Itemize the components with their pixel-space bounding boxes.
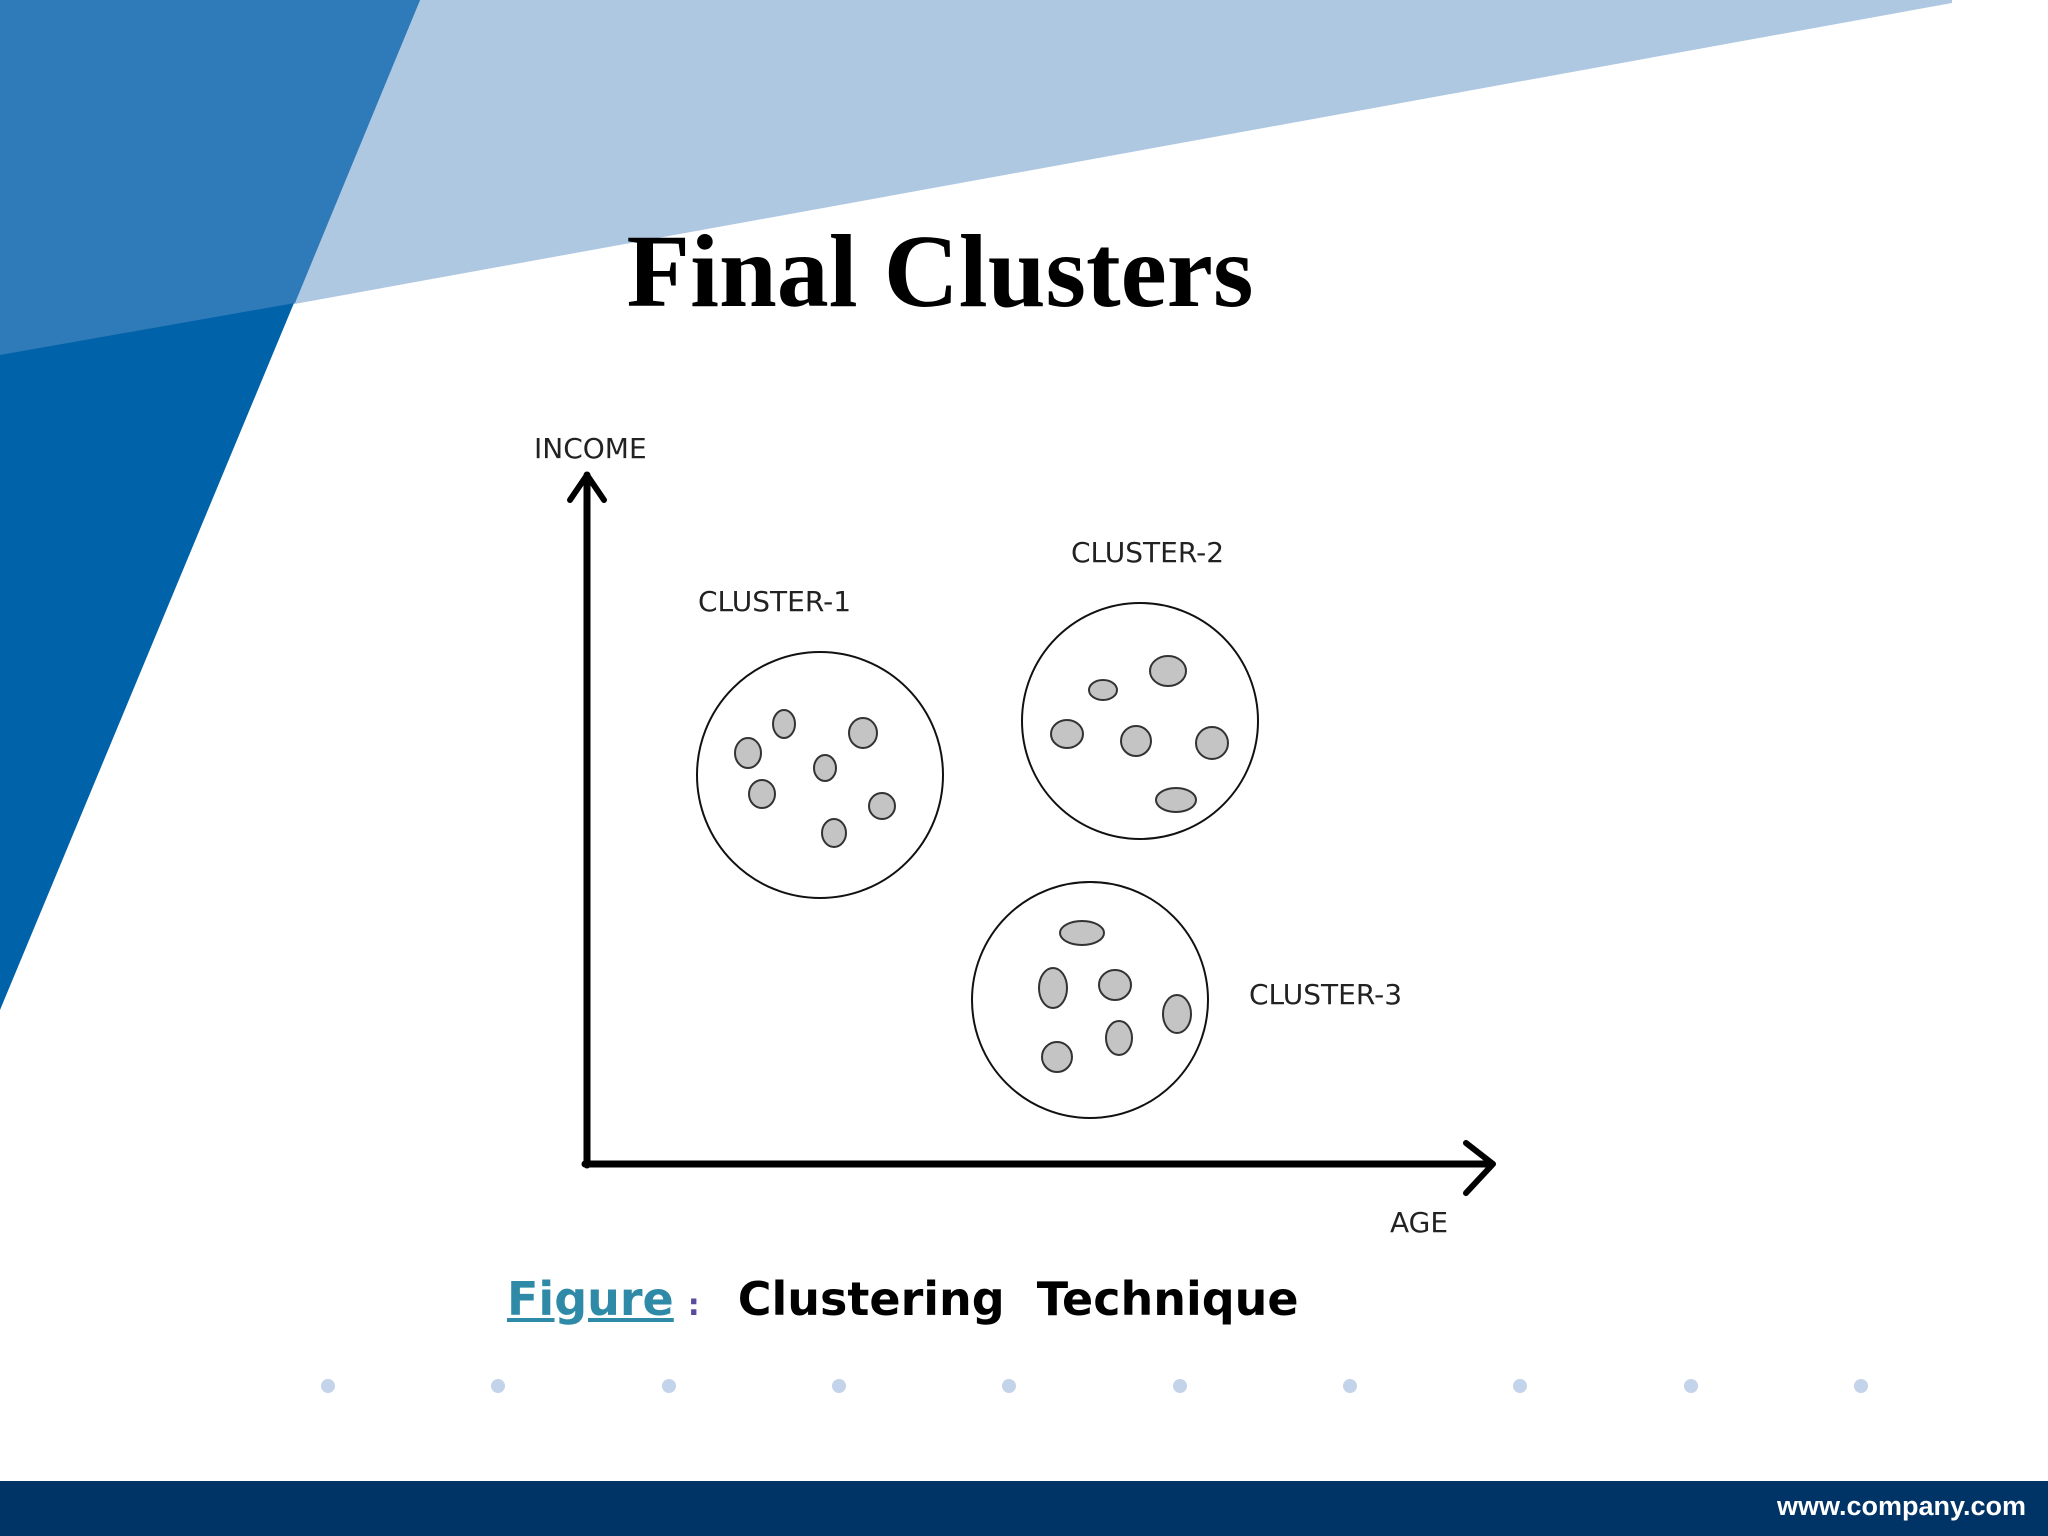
dot xyxy=(1513,1379,1527,1393)
data-point xyxy=(1088,679,1118,701)
data-point xyxy=(1195,726,1229,760)
x-axis-label: AGE xyxy=(1390,1206,1448,1239)
dot xyxy=(1173,1379,1187,1393)
dot xyxy=(1684,1379,1698,1393)
cluster-label: CLUSTER-2 xyxy=(1071,536,1224,569)
x-axis-arrowhead xyxy=(1463,1140,1496,1196)
y-axis-label: INCOME xyxy=(534,432,647,465)
cluster-2: CLUSTER-2 xyxy=(1021,536,1259,840)
data-point xyxy=(1098,969,1132,1001)
data-points xyxy=(1038,920,1192,1073)
data-point xyxy=(1041,1041,1073,1073)
y-axis-arrowhead xyxy=(567,472,607,503)
background-blue-overlap xyxy=(0,0,420,355)
footer-bar: www.company.com xyxy=(0,1481,2048,1536)
data-point xyxy=(813,754,837,782)
dot xyxy=(1854,1379,1868,1393)
dot xyxy=(1343,1379,1357,1393)
dot xyxy=(321,1379,335,1393)
cluster-1: CLUSTER-1 xyxy=(696,585,944,899)
data-point xyxy=(1050,719,1084,749)
dot xyxy=(832,1379,846,1393)
figure-link[interactable]: Figure xyxy=(507,1272,674,1326)
data-points xyxy=(734,709,896,848)
slide-title: Final Clusters xyxy=(626,214,1254,329)
data-point xyxy=(734,737,762,769)
data-point xyxy=(1105,1020,1133,1056)
dot xyxy=(491,1379,505,1393)
data-point xyxy=(1120,725,1152,757)
cluster-boundary xyxy=(971,881,1209,1119)
data-point xyxy=(772,709,796,739)
data-point xyxy=(1038,967,1068,1009)
data-point xyxy=(848,717,878,749)
data-point xyxy=(868,792,896,820)
cluster-boundary xyxy=(696,651,944,899)
data-points xyxy=(1050,655,1229,813)
data-point xyxy=(1149,655,1187,687)
data-point xyxy=(1162,994,1192,1034)
dot xyxy=(662,1379,676,1393)
cluster-boundary xyxy=(1021,602,1259,840)
data-point xyxy=(1059,920,1105,946)
cluster-3: CLUSTER-3 xyxy=(971,881,1402,1119)
dot xyxy=(1002,1379,1016,1393)
cluster-label: CLUSTER-1 xyxy=(698,585,851,618)
dot-row xyxy=(321,1379,1868,1393)
figure-caption: Figure : Clustering Technique xyxy=(507,1272,1299,1342)
background-light-blue-band xyxy=(0,0,1952,355)
data-point xyxy=(1155,787,1197,813)
caption-separator: : xyxy=(687,1288,700,1323)
cluster-label: CLUSTER-3 xyxy=(1249,978,1402,1011)
data-point xyxy=(748,779,776,809)
caption-text: Clustering Technique xyxy=(737,1272,1299,1326)
data-point xyxy=(821,818,847,848)
footer-url: www.company.com xyxy=(1776,1491,2026,1521)
